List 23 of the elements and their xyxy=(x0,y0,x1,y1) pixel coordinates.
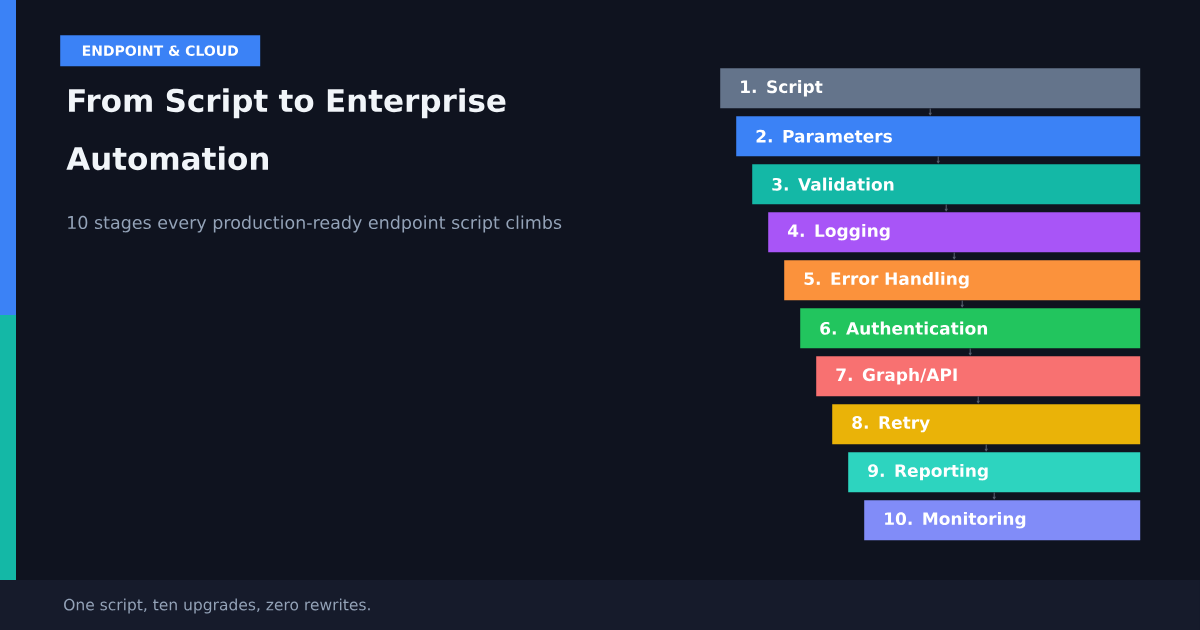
stage-bar: 1. Script xyxy=(720,68,1141,109)
arrow xyxy=(976,395,980,404)
stage-bar: 10. Monitoring xyxy=(864,500,1141,541)
title: From Script to Enterprise Automation xyxy=(66,88,506,171)
stage-bar: 6. Authentication xyxy=(800,308,1141,349)
stage-bar: 9. Reporting xyxy=(848,452,1141,493)
arrow xyxy=(960,299,964,308)
arrow xyxy=(952,251,956,260)
arrow xyxy=(936,155,940,164)
stage-bar: 8. Retry xyxy=(832,404,1141,445)
stage-bar: 7. Graph/API xyxy=(816,356,1141,397)
stage-bar: 4. Logging xyxy=(768,212,1141,253)
stage-bar: 5. Error Handling xyxy=(784,260,1141,301)
footer-text: One script, ten upgrades, zero rewrites. xyxy=(64,598,370,614)
arrow xyxy=(968,347,972,356)
arrow xyxy=(928,107,932,116)
arrow xyxy=(984,443,988,452)
stage-bar: 2. Parameters xyxy=(736,116,1141,157)
arrow xyxy=(992,491,996,500)
stage-bar: 3. Validation xyxy=(752,164,1141,205)
subtitle: 10 stages every production-ready endpoint script climbs xyxy=(68,215,562,233)
category-badge: ENDPOINT & CLOUD xyxy=(60,35,261,67)
arrow xyxy=(944,203,948,212)
